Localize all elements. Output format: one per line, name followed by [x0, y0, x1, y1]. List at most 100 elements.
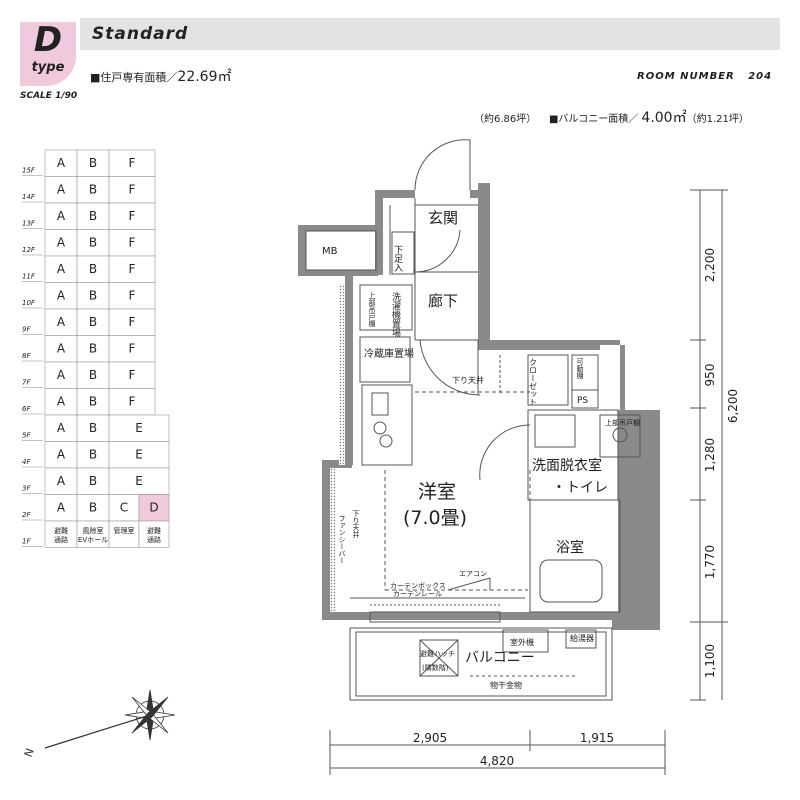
- floor-label: 5F: [22, 432, 31, 440]
- floor-unit-cell: [108, 388, 156, 416]
- floor-unit-cell: [108, 255, 156, 283]
- floor-unit-cell: [108, 441, 170, 469]
- insulation-bottom-left: [330, 468, 336, 612]
- label-upper-shelf: 上部吊戸棚: [368, 291, 376, 328]
- label-toilet: ・トイレ: [552, 480, 608, 496]
- floor-unit-cell: [44, 202, 78, 230]
- floor-unit-cell: [108, 229, 156, 257]
- label-balcony: バルコニー: [465, 650, 535, 666]
- floor-unit-cell: [76, 308, 110, 336]
- label-washroom: 洗面脱衣室: [532, 457, 602, 474]
- floor-unit-label: B: [89, 236, 97, 250]
- floor-unit-label: F: [129, 262, 136, 276]
- floor-unit-label: F: [129, 183, 136, 197]
- floor-label: 6F: [22, 405, 31, 413]
- room-labels: 玄関 廊下 MB 下足入 洗濯機置場 上部吊戸棚 冷蔵庫置場 下り天井 クローゼ…: [322, 209, 640, 690]
- floor-unit-cell: [138, 494, 170, 522]
- floor-label: 7F: [22, 379, 31, 387]
- exclusive-area-value: 22.69㎡: [177, 69, 232, 85]
- floor-unit-cell: [44, 255, 78, 283]
- floor-unit-cell: [76, 361, 110, 389]
- dim-right-3: 1,280: [703, 438, 717, 472]
- floor-unit-label: B: [89, 421, 97, 435]
- label-shoe-box: 下足入: [392, 245, 403, 272]
- label-fan-shower: ファンシーバー: [338, 515, 346, 564]
- walls: [298, 183, 660, 630]
- floor-unit-cell: [44, 388, 78, 416]
- floor-unit-label: A: [57, 236, 66, 250]
- floor-label: 13F: [22, 220, 36, 228]
- floor-unit-cell: [76, 388, 110, 416]
- floor-label: 9F: [22, 326, 31, 334]
- floor-label: 15F: [22, 167, 36, 175]
- tsubo-value: （約6.86坪）: [474, 114, 537, 125]
- floor-unit-cell: [108, 335, 156, 363]
- floor-unit-label: F: [129, 342, 136, 356]
- floor-unit-label: A: [57, 315, 66, 329]
- floor-label: 2F: [22, 511, 31, 519]
- room-number: ROOM NUMBER 204: [637, 71, 772, 82]
- floor-unit-cell: [44, 361, 78, 389]
- dim-right-1: 2,200: [703, 248, 717, 282]
- floor-unit-cell: [76, 520, 110, 548]
- sub-area: （約6.86坪） ■バルコニー面積／ 4.00㎡（約1.21坪）: [474, 107, 749, 127]
- label-washer: 洗濯機置場: [390, 291, 401, 338]
- label-lowered-ceiling: 下り天井: [452, 375, 484, 385]
- floor-unit-label: E: [135, 421, 143, 435]
- floor-unit-cell: [44, 308, 78, 336]
- floor-unit-label: B: [89, 289, 97, 303]
- label-closet: クローゼット: [529, 358, 538, 406]
- balcony-area: [349, 627, 613, 701]
- dim-bottom-1: 2,905: [413, 731, 447, 745]
- label-upper-shelf-wash: 上部吊戸棚: [605, 418, 640, 427]
- floor-unit-label: B: [89, 262, 97, 276]
- label-fridge: 冷蔵庫置場: [364, 347, 414, 360]
- floor-unit-label: 避難通路: [54, 526, 68, 544]
- label-water-heater: 給湯器: [570, 633, 594, 643]
- floor-unit-label: A: [57, 156, 66, 170]
- floor-unit-label: F: [129, 236, 136, 250]
- floor-unit-cell: [108, 361, 156, 389]
- floor-unit-cell: [76, 494, 110, 522]
- balcony-area-value: 4.00㎡: [641, 110, 687, 126]
- floor-label: 11F: [22, 273, 36, 281]
- label-curtain-rail: カーテンレール: [393, 590, 442, 598]
- dim-right-5: 1,100: [703, 644, 717, 678]
- floor-unit-label: F: [129, 395, 136, 409]
- dim-right-2: 950: [703, 364, 717, 387]
- floor-unit-cell: [44, 520, 78, 548]
- floor-unit-label: 避難通路: [147, 526, 161, 544]
- floor-unit-cell: [44, 176, 78, 204]
- room-number-value: 204: [748, 71, 773, 82]
- dimension-labels: 2,200 950 1,280 1,770 1,100 6,200 2,905 …: [413, 248, 740, 768]
- header-bar: [80, 18, 780, 50]
- compass-icon: [44, 689, 176, 749]
- label-hallway: 廊下: [428, 292, 458, 310]
- scale-label: SCALE 1/90: [20, 91, 78, 101]
- floor-unit-label: E: [135, 448, 143, 462]
- floor-label: 1F: [22, 538, 31, 546]
- exclusive-area-label: ■住戸専有面積／: [90, 71, 178, 84]
- label-hatch: 避難ハッチ: [420, 649, 455, 658]
- label-entrance: 玄関: [428, 209, 458, 227]
- dim-bottom-total: 4,820: [480, 754, 514, 768]
- floor-unit-cell: [108, 520, 140, 548]
- floor-unit-label: A: [57, 209, 66, 223]
- dim-right-total: 6,200: [726, 389, 740, 423]
- floor-unit-label: B: [89, 183, 97, 197]
- label-movable-shelf: 可動棚: [576, 358, 584, 380]
- type-letter: D: [33, 20, 63, 60]
- floor-unit-label: A: [57, 183, 66, 197]
- floor-unit-label: A: [57, 474, 66, 488]
- label-fan-ceiling: 下り天井: [352, 510, 360, 539]
- floor-unit-cell: [76, 282, 110, 310]
- label-western-room: 洋室: [418, 481, 456, 503]
- floor-unit-label: E: [135, 474, 143, 488]
- floor-unit-label: F: [129, 315, 136, 329]
- floor-unit-label: 管理室: [114, 526, 135, 535]
- floor-unit-label: F: [129, 156, 136, 170]
- floor-unit-label: F: [129, 209, 136, 223]
- label-ps: PS: [577, 396, 588, 406]
- floor-unit-cell: [76, 335, 110, 363]
